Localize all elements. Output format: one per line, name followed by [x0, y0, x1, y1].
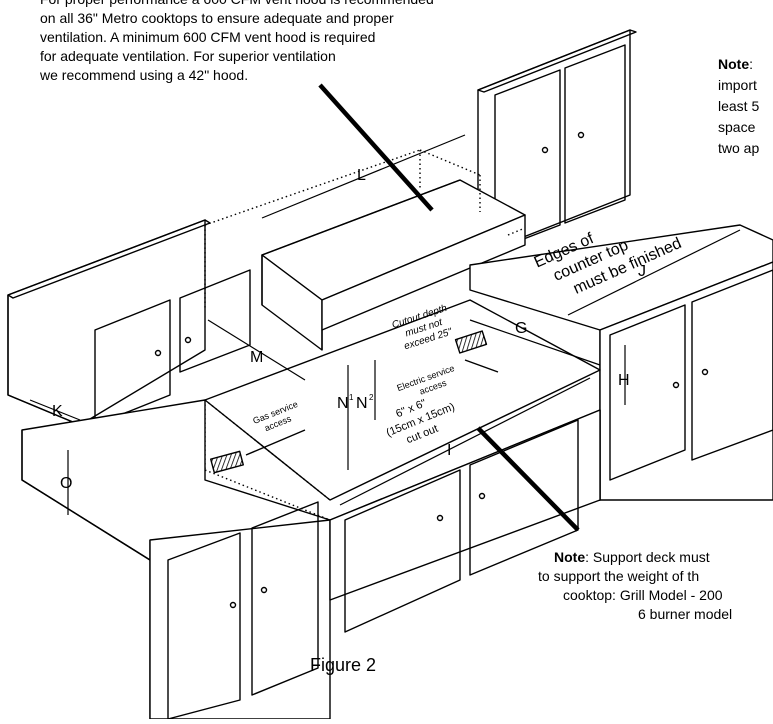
spacing-note-line2: import	[718, 77, 757, 93]
vent-note-line4: for adequate ventilation. For superior v…	[40, 48, 336, 64]
spacing-note-line5: two ap	[718, 140, 760, 156]
label-M: M	[250, 349, 263, 366]
support-note-line2: to support the weight of th	[538, 568, 700, 584]
upper-cabinet-left	[7, 219, 251, 426]
label-H: H	[618, 372, 630, 389]
cooktop-cutout	[204, 299, 601, 521]
spacing-note-line3: least 5	[718, 98, 760, 114]
figure-caption: Figure 2	[310, 655, 377, 675]
label-K: K	[52, 403, 63, 420]
support-note-line3: cooktop: Grill Model - 200	[563, 587, 723, 603]
label-G: G	[515, 320, 527, 337]
spacing-note-line1: :	[749, 56, 754, 72]
label-J: J	[638, 263, 646, 280]
spacing-note-label: Note	[718, 56, 750, 72]
label-O: O	[60, 475, 72, 492]
label-L: L	[357, 167, 366, 184]
leader-lines	[318, 83, 580, 532]
label-N1-sup: 1	[349, 393, 354, 402]
label-N2-sup: 2	[369, 393, 374, 402]
vent-note-line2: on all 36" Metro cooktops to ensure adeq…	[40, 10, 394, 26]
spacing-note-line4: space	[718, 119, 756, 135]
vent-note-line5: we recommend using a 42" hood.	[40, 67, 249, 83]
dimension-lines	[29, 134, 741, 515]
support-note-label: Note	[554, 549, 586, 565]
support-note-line1: : Support deck must	[585, 549, 710, 565]
dimension-labels: L M N 1 N 2 G H I J K O	[52, 167, 646, 492]
label-N1: N	[337, 395, 349, 412]
label-I: I	[447, 442, 451, 459]
support-note-line4: 6 burner model	[638, 606, 733, 622]
vent-hood	[204, 149, 526, 351]
vent-note-line3: ventilation. A minimum 600 CFM vent hood…	[40, 29, 376, 45]
vent-note-line1: For proper performance a 600 CFM vent ho…	[40, 0, 434, 9]
label-N2: N	[356, 395, 368, 412]
